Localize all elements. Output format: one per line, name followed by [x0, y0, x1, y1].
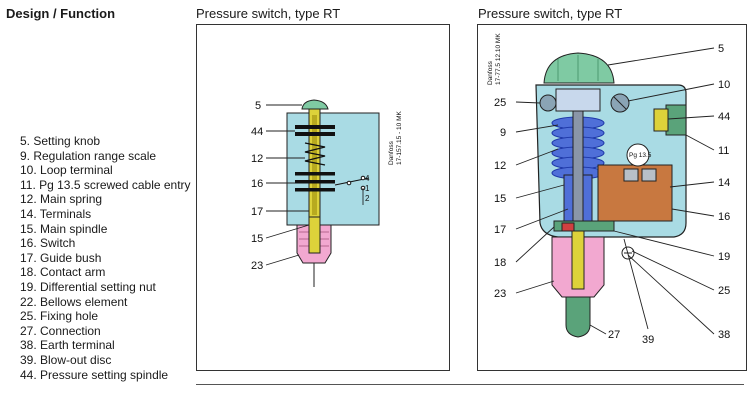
callout-39: 39 — [642, 334, 654, 346]
connection-shape — [565, 296, 591, 338]
contact-label-1: 1 — [365, 184, 370, 193]
callout-19: 19 — [718, 251, 730, 263]
manufacturer-vertical-label: Danfoss 17-157.15 - 10 MK — [388, 110, 403, 165]
scale-text: Pg 13.5 — [629, 152, 652, 159]
contact-label-4: 4 — [365, 174, 370, 183]
contact-label-2: 2 — [365, 194, 370, 203]
callout-10: 10 — [718, 79, 730, 91]
legend-item: 14. Terminals — [20, 206, 92, 221]
callout-44: 44 — [251, 126, 263, 138]
screw-slot — [613, 96, 627, 110]
legend-item: 38. Earth terminal — [20, 338, 115, 353]
callout-23: 23 — [251, 260, 263, 272]
spring-plate — [295, 125, 335, 129]
callout-25-lower: 25 — [718, 285, 730, 297]
callout-14: 14 — [718, 177, 730, 189]
callout-leaders — [265, 104, 310, 266]
legend-item: 18. Contact arm — [20, 265, 106, 280]
callout-25: 25 — [494, 97, 506, 109]
cross-section-diagram: Pg 13.5 Danfoss 17-77.5 12.10 MK — [487, 33, 730, 346]
legend-item: 19. Differential setting nut — [20, 279, 156, 294]
callout-11: 11 — [718, 145, 729, 157]
schematic-diagram: 4 1 2 Danfoss 17-157.15 - 10 MK 5 44 12 … — [251, 99, 403, 287]
schematic-housing — [286, 112, 380, 226]
legend-item: 25. Fixing hole — [20, 309, 99, 324]
contact-point — [346, 180, 352, 186]
design-function-heading: Design / Function — [6, 6, 116, 21]
callout-15: 15 — [494, 193, 506, 205]
callout-12: 12 — [251, 153, 263, 165]
callout-16: 16 — [718, 211, 730, 223]
legend-item: 27. Connection — [20, 323, 101, 338]
terminal-screw — [623, 168, 639, 182]
setting-knob-shape — [543, 52, 615, 84]
callout-17: 17 — [251, 206, 263, 218]
callout-38: 38 — [718, 329, 730, 341]
legend-item: 5. Setting knob — [20, 134, 101, 148]
pg-gland-disc — [626, 143, 650, 167]
legend-item: 12. Main spring — [20, 192, 103, 207]
callout-23: 23 — [494, 288, 506, 300]
setting-knob-shape — [301, 99, 329, 110]
terminal-screw — [641, 168, 657, 182]
switch-plate — [295, 172, 335, 176]
pressure-spindle-lower — [571, 230, 585, 290]
callout-5: 5 — [255, 100, 261, 112]
spring-plate — [295, 132, 335, 136]
legend-item: 11. Pg 13.5 screwed cable entry — [20, 177, 191, 192]
legend-item: 22. Bellows element — [20, 294, 128, 309]
main-spring-shape — [304, 142, 326, 166]
spindle-core — [312, 115, 317, 215]
callout-18: 18 — [494, 257, 506, 269]
cable-entry-nut — [653, 108, 669, 132]
callout-15: 15 — [251, 233, 263, 245]
fixing-hole-shape — [539, 94, 557, 112]
main-spindle-shape — [572, 110, 584, 232]
switch-plate — [295, 188, 335, 192]
middle-panel-heading: Pressure switch, type RT — [196, 6, 341, 21]
right-panel-heading: Pressure switch, type RT — [478, 6, 623, 21]
bottom-divider — [196, 384, 744, 385]
legend-item: 9. Regulation range scale — [20, 148, 157, 163]
callout-5: 5 — [718, 43, 724, 55]
svg-text:Danfoss: Danfoss — [388, 140, 395, 165]
legend-item: 44. Pressure setting spindle — [20, 367, 169, 382]
cross-section-panel: Pg 13.5 Danfoss 17-77.5 12.10 MK — [477, 24, 747, 371]
callout-9: 9 — [500, 127, 506, 139]
switch-plate — [295, 180, 335, 184]
svg-text:17-77.5 12.10 MK: 17-77.5 12.10 MK — [495, 33, 502, 85]
legend-item: 39. Blow-out disc — [20, 352, 112, 367]
legend-item: 17. Guide bush — [20, 250, 102, 265]
svg-text:17-157.15 - 10 MK: 17-157.15 - 10 MK — [396, 110, 403, 165]
callout-17: 17 — [494, 224, 506, 236]
schematic-diagram-panel: 4 1 2 Danfoss 17-157.15 - 10 MK 5 44 12 … — [196, 24, 450, 371]
svg-text:Danfoss: Danfoss — [487, 60, 494, 85]
parts-legend: 5. Setting knob 9. Regulation range scal… — [20, 134, 191, 382]
callout-27: 27 — [608, 329, 620, 341]
callout-leaders — [515, 47, 715, 335]
manufacturer-vertical-label: Danfoss 17-77.5 12.10 MK — [487, 33, 502, 85]
regulation-scale-shape — [555, 88, 601, 112]
contact-point — [360, 175, 366, 181]
legend-item: 16. Switch — [20, 236, 76, 251]
differential-nut-shape — [561, 222, 575, 232]
cable-entry-shape — [665, 104, 687, 136]
legend-item: 15. Main spindle — [20, 221, 108, 236]
callout-12: 12 — [494, 160, 506, 172]
callout-44: 44 — [718, 111, 730, 123]
legend-item: 10. Loop terminal — [20, 163, 113, 178]
spindle-lower — [308, 216, 321, 254]
callout-16: 16 — [251, 178, 263, 190]
